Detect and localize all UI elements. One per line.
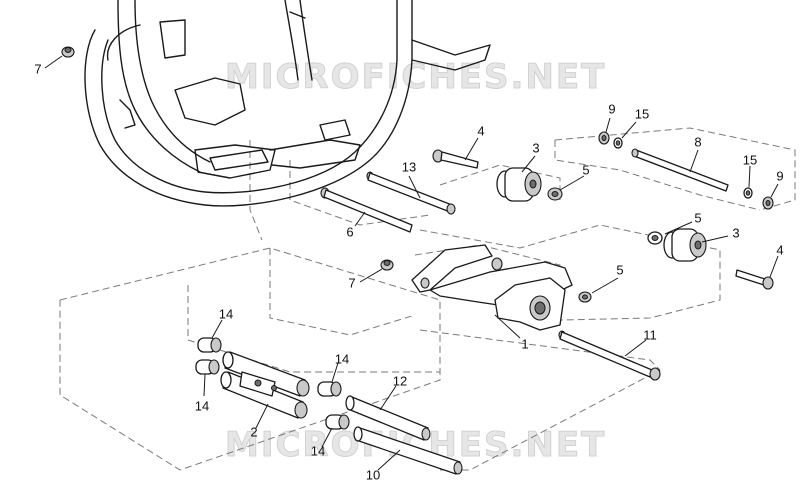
part-9-washer-upper: [598, 131, 610, 145]
callout-3-upper: 3: [532, 140, 539, 155]
callout-15-lower: 15: [743, 152, 757, 167]
callout-8: 8: [694, 134, 701, 149]
callout-13: 13: [402, 159, 416, 174]
part-14-bushing-c: [317, 381, 342, 397]
callout-14-c: 14: [335, 351, 349, 366]
callout-6: 6: [346, 224, 353, 239]
part-12-tube: [345, 395, 431, 441]
part-14-bushing-a: [197, 337, 222, 353]
part-5-nut-upper: [547, 187, 563, 201]
callout-14-b: 14: [195, 398, 209, 413]
part-15-washer-upper: [613, 137, 623, 149]
part-8-pin: [631, 148, 729, 192]
part-11-long-bolt: [558, 330, 661, 381]
part-14-bushing-d: [325, 414, 350, 430]
part-7-nut-middle: [380, 259, 394, 271]
part-3-bushing-upper: [496, 167, 542, 202]
watermark-top: MICROFICHES.NET: [225, 57, 606, 97]
part-14-bushing-b: [195, 359, 220, 375]
callout-labels: 7 4 3 5 9 15 8 15 9 13 6 5 3 4 7 5 1 11 …: [34, 61, 783, 482]
part-6-long-bolt: [320, 187, 413, 233]
dashed-assembly-lines: [59, 127, 796, 471]
callout-5-upper: 5: [582, 162, 589, 177]
part-3-bushing-lower: [663, 228, 707, 262]
part-5-nut-lower: [578, 291, 592, 303]
callout-5-lower: 5: [616, 262, 623, 277]
part-4-bolt-right: [735, 269, 774, 290]
part-10-tube: [353, 426, 463, 475]
part-4-bolt-upper: [432, 149, 479, 169]
callout-5-middle: 5: [694, 210, 701, 225]
callout-14-d: 14: [311, 443, 325, 458]
part-2-twin-tube-bracket: [220, 351, 310, 419]
callout-12: 12: [393, 373, 407, 388]
callout-9-lower: 9: [776, 168, 783, 183]
callout-9-upper: 9: [608, 101, 615, 116]
callout-3-lower: 3: [732, 225, 739, 240]
callout-14-a: 14: [219, 306, 233, 321]
part-5-washer-middle: [647, 231, 663, 245]
part-13-long-bolt: [366, 171, 456, 215]
callout-11: 11: [643, 327, 657, 342]
callout-15-upper: 15: [635, 106, 649, 121]
part-9-washer-lower: [762, 196, 774, 210]
callout-1: 1: [521, 336, 528, 351]
part-15-washer-lower: [743, 187, 753, 199]
callout-4-upper: 4: [477, 123, 484, 138]
part-1-link-bracket: [411, 244, 573, 331]
part-7-nut-upper: [61, 46, 75, 58]
callout-2: 2: [250, 424, 257, 439]
callout-10: 10: [366, 467, 380, 482]
frame-chassis: [84, 0, 491, 207]
leader-lines: [44, 55, 779, 471]
callout-7-middle: 7: [348, 275, 355, 290]
callout-4-right: 4: [776, 242, 783, 257]
callout-7-upper: 7: [34, 61, 41, 76]
